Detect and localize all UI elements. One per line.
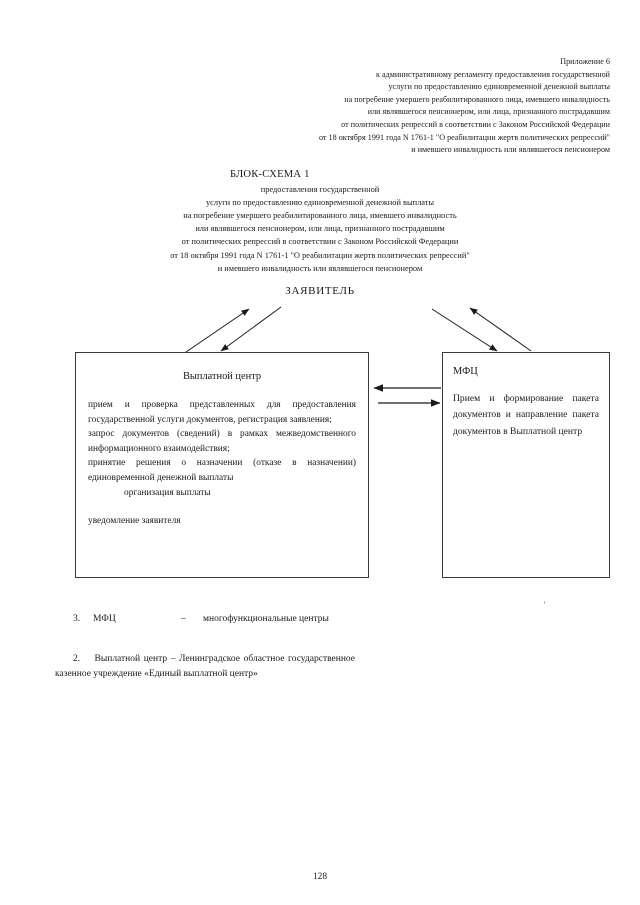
appendix-line-2: к административному регламенту предостав… [376, 69, 610, 79]
legend-payment-center-text: 2. Выплатной центр – Ленинградское облас… [55, 652, 355, 682]
applicant-node-label: ЗАЯВИТЕЛЬ [285, 285, 355, 297]
arrow-applicant-to-mfc [431, 308, 498, 352]
legend-row-payment-center: 2. Выплатной центр – Ленинградское облас… [55, 652, 355, 682]
appendix-line-5: или являвшегося пенсионером, или лица, п… [367, 107, 610, 117]
scheme-subtitle-1: предоставления государственной [260, 185, 380, 195]
payment-center-body: прием и проверка представленных для пред… [88, 398, 356, 529]
arrow-applicant-to-payment-center [220, 306, 282, 352]
payment-center-item-3: принятие решения о назначении (отказе в … [88, 458, 356, 483]
payment-center-item-5: уведомление заявителя [88, 516, 181, 527]
mfc-body: Прием и формирование пакета документов и… [453, 391, 599, 440]
legend-payment-center-number: 2. [73, 654, 81, 664]
scheme-subtitle-2: услуги по предоставлению единовременной … [205, 198, 435, 208]
scheme-title: БЛОК-СХЕМА 1 [230, 169, 310, 180]
payment-center-item-1: прием и проверка представленных для пред… [88, 400, 356, 425]
payment-center-item-2: запрос документов (сведений) в рамках ме… [88, 429, 356, 454]
appendix-line-1: Приложение 6 [560, 57, 610, 66]
legend-mfc-number: 3. [73, 614, 81, 624]
appendix-line-4: на погребение умершего реабилитированног… [344, 94, 610, 104]
arrow-payment-center-to-applicant [185, 308, 250, 353]
mfc-box: МФЦ Прием и формирование пакета документ… [442, 352, 610, 578]
scheme-subtitle-3: на погребение умершего реабилитированног… [183, 211, 457, 221]
scheme-title-block: БЛОК-СХЕМА 1 предоставления государствен… [30, 168, 610, 275]
legend-payment-center-definition: Выплатной центр – Ленинградское областно… [55, 654, 355, 680]
payment-center-heading: Выплатной центр [182, 371, 262, 382]
appendix-line-3: услуги по предоставлению единовременной … [388, 82, 610, 92]
mfc-text: Прием и формирование пакета документов и… [453, 393, 599, 437]
legend-mfc-definition: многофункциональные центры [203, 614, 329, 624]
appendix-line-8: и имевшего инвалидность или являвшегося … [411, 145, 610, 155]
mfc-heading: МФЦ [453, 366, 478, 377]
page-artifact-speck [544, 601, 545, 604]
scheme-subtitle-7: и имевшего инвалидность или являвшегося … [217, 263, 423, 273]
page-number: 128 [312, 872, 328, 882]
legend-mfc-term: МФЦ [93, 614, 116, 624]
legend-mfc-dash: – [181, 614, 186, 624]
scheme-subtitle-5: от политических репрессий в соответствии… [181, 237, 459, 247]
appendix-line-6: от политических репрессий в соответствии… [341, 119, 610, 129]
legend-payment-center-spacer [80, 654, 94, 664]
arrow-mfc-to-applicant [469, 307, 532, 352]
scheme-subtitle-4: или являвшегося пенсионером, или лица, п… [195, 224, 445, 234]
payment-center-box: Выплатной центр прием и проверка предста… [75, 352, 369, 578]
scheme-subtitle-6: от 18 октября 1991 года N 1761-1 "О реаб… [170, 250, 470, 260]
legend-row-mfc: 3. МФЦ – многофункциональные центры [73, 612, 363, 627]
appendix-line-7: от 18 октября 1991 года N 1761-1 "О реаб… [318, 132, 610, 142]
appendix-header: Приложение 6 к административному регламе… [140, 56, 610, 157]
payment-center-item-4: организация выплаты [124, 487, 211, 498]
